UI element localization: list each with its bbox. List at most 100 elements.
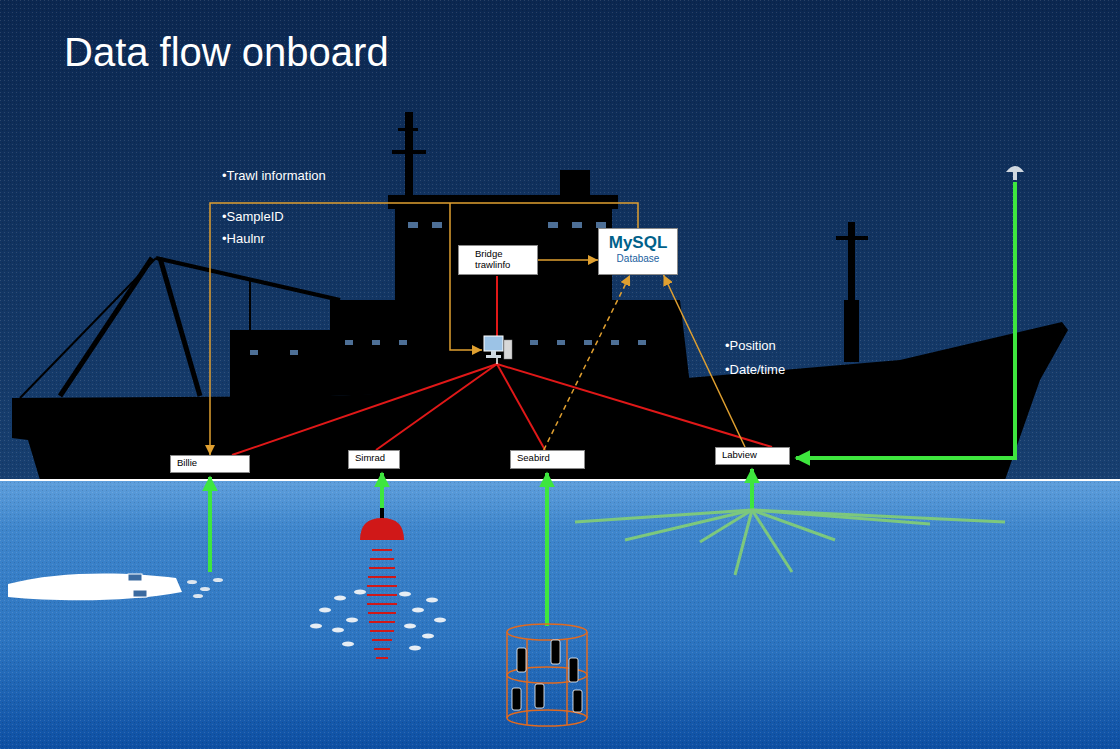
window [250,350,258,355]
beam-ping [374,648,390,650]
gantry-leg [60,258,152,396]
network-wires [232,276,772,455]
data-flow-arrow [544,275,630,450]
water-bottles [512,640,582,712]
fish [434,618,446,623]
fish [193,594,203,598]
window [399,340,407,345]
monitor-stand [491,351,496,355]
node-title: Labview [722,450,783,461]
data-field-label: •Haulnr [222,231,265,247]
sensor-line [752,510,792,572]
beam-ping [370,630,394,632]
catch-data-feed [208,477,212,572]
beam-ping [369,621,395,623]
mast-crossbar [836,236,868,240]
window [345,340,353,345]
sky-texture [0,0,1120,480]
mast-crossbar [398,128,418,131]
fish [422,634,434,639]
fish [319,608,331,613]
position-feed [796,182,1015,458]
transducer [360,518,404,540]
instrument-box: Seabird [510,450,585,469]
network-wire [232,364,497,455]
bottle [535,684,544,708]
ctd-rosette [507,473,587,726]
data-field-label: •Trawl information [222,168,326,184]
trawl [8,477,223,600]
antenna-post [1013,172,1017,180]
fish [332,628,344,633]
fish [426,598,438,603]
beam-ping [369,567,395,569]
window [290,350,298,355]
pc-tower [504,340,512,359]
beam-ping [372,549,392,551]
network-wire [376,364,497,450]
node-title: Billie [177,458,243,469]
fish [346,618,358,623]
fish [310,624,322,629]
frame-ring [507,624,587,640]
instrument-box: Labview [715,447,790,465]
window [557,340,565,345]
deckhouse [230,330,330,398]
gps-antenna [796,166,1024,458]
node-title: Seabird [517,453,578,464]
node-title: Bridge trawlinfo [475,249,533,271]
frame-bar [586,632,588,718]
monitor-base [486,355,501,358]
fish [412,608,424,613]
mast-base [844,300,859,362]
frame-bar [566,639,568,725]
beam-ping [367,594,397,596]
sea-texture [0,480,1120,749]
trawl-door [133,590,147,597]
fish [187,580,197,584]
node-title: MySQL [603,233,673,253]
rigging-wire [249,280,251,330]
beam-ping [367,585,397,587]
ctd-data-feed [545,473,549,626]
mast-crossbar [392,150,426,154]
bottle [512,688,521,710]
data-flow-arrow [664,275,745,447]
beam-ping [367,603,397,605]
fish [404,624,416,629]
monitor [484,336,503,351]
node-subtitle: Database [603,253,673,265]
ship-silhouette [12,112,1068,480]
trawl-door [128,574,142,581]
beam-ping [370,558,394,560]
window [530,340,538,345]
fish [213,578,223,582]
network-port [496,358,498,364]
gantry-leg [160,258,200,396]
window [408,222,418,228]
diagram-title: Data flow onboard [64,30,389,74]
stern-gantry [20,258,340,398]
rosette-frame [507,624,587,726]
fish [399,592,411,597]
echosounder [310,473,446,658]
fish [334,596,346,601]
database-box: MySQLDatabase [598,228,678,275]
frame-bar [526,639,528,725]
fish [200,587,210,591]
sensor-data-feed [750,469,754,510]
instrument-box: Simrad [348,450,400,469]
sensor-lines [575,510,1005,575]
ship-windows [250,222,646,355]
data-flow-arrow [538,259,598,261]
sensor-line [752,510,1005,522]
fish [342,642,354,647]
window [584,340,592,345]
bottle [551,640,560,664]
data-field-label: •Date/time [725,362,785,378]
computer-icon [484,336,512,364]
waterline [0,479,1120,481]
